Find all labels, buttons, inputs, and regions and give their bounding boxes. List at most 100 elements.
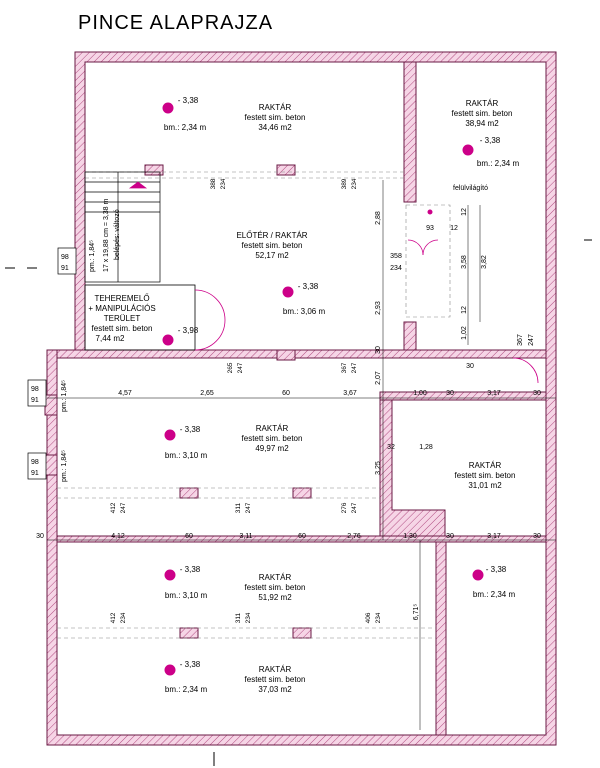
level-marker-icon [282,286,294,298]
room-level: - 3,38 [298,282,319,291]
skylight-marker-icon [427,209,433,215]
dim-label: 3,17 [487,390,501,397]
dim-label: 32 [387,444,395,451]
room-height: bm.: 2,34 m [164,123,207,132]
room-name: RAKTÁR [259,665,292,674]
window-tag-bottom: 91 [31,470,39,477]
room-height: bm.: 2,34 m [477,159,520,168]
room-area: 38,94 m2 [465,119,499,128]
dim-label: 30 [466,363,474,370]
dim-label: 4,12 [111,533,125,540]
room-finish: festett sim. beton [242,241,303,250]
skylight-label: felülvilágító [453,185,488,192]
dim-label: 6,71⁵ [413,604,420,621]
parapet-label: pm.: 1,84⁵ [89,240,96,272]
room-level: - 3,38 [180,660,201,669]
dimension-labels: 4,57 2,65 60 3,67 1,00 30 3,17 30 30 4,1… [36,390,541,540]
dim-label: 2,07 [375,371,382,385]
dim-label: 12 [450,225,458,232]
room-labels: RAKTÁR festett sim. beton 34,46 m2 - 3,3… [88,96,519,694]
opening-label: 276 [341,502,348,513]
beam-lines [57,171,451,639]
opening-label: 234 [220,178,227,189]
level-marker-icon [462,144,474,156]
level-marker-icon [162,334,174,346]
parapet-label: pm.: 1,84⁵ [61,380,68,412]
lift-area [84,284,226,351]
room-area: 49,97 m2 [255,444,289,453]
room-finish: festett sim. beton [242,434,303,443]
room-height: bm.: 2,34 m [473,590,516,599]
vertical-dimension-labels: 2,88 2,93 30 2,07 3,25 6,71⁵ 12 3,58 3,8… [375,208,488,620]
opening-label: 412 [110,502,117,513]
dim-label: 3,67 [343,390,357,397]
room-name: RAKTÁR [259,103,292,112]
room-finish: festett sim. beton [245,583,306,592]
room-level: - 3,38 [178,96,199,105]
room-finish: festett sim. beton [245,113,306,122]
dim-label: 60 [185,533,193,540]
dim-label: 30 [533,390,541,397]
dim-label: 3,17 [487,533,501,540]
opening-label: 247 [120,502,127,513]
room-name: RAKTÁR [469,461,502,470]
dim-label: 93 [426,225,434,232]
dim-label: 358 [390,253,402,260]
room-name: ELŐTÉR / RAKTÁR [236,231,307,240]
dim-label: 3,58 [461,255,468,269]
section-marks [5,239,592,766]
room-name: RAKTÁR [466,99,499,108]
dim-label: 3,25 [375,461,382,475]
window-tags [27,247,77,480]
level-marker-icon [162,102,174,114]
room-name: RAKTÁR [259,573,292,582]
opening-labels: 388 234 389 234 265 247 367 247 412 247 … [110,178,382,623]
room-name: + MANIPULÁCIÓS [88,304,155,313]
dim-label: 12 [461,208,468,216]
room-area: 51,92 m2 [258,593,292,602]
dim-label: 30 [533,533,541,540]
level-marker-icon [164,429,176,441]
opening-label: 388 [210,178,217,189]
dim-label: 3,82 [481,255,488,269]
dim-label: 1,30 [403,533,417,540]
misc-dimension-labels: 93 12 358 234 32 1,28 30 367 247 [387,225,535,451]
room-name: TEHEREMELŐ [94,294,149,303]
room-level: - 3,38 [486,565,507,574]
dim-label: 1,28 [419,444,433,451]
level-marker-icon [164,569,176,581]
doors [407,239,539,384]
opening-label: 265 [227,362,234,373]
window-tag-bottom: 91 [31,397,39,404]
opening-label: 247 [237,362,244,373]
stair-label: belépés: változó [114,209,121,260]
dim-label: 367 [517,334,524,346]
dim-label: 2,88 [375,211,382,225]
room-height: bm.: 3,10 m [165,591,208,600]
dim-label: 2,65 [200,390,214,397]
dim-label: 30 [446,390,454,397]
opening-label: 234 [120,612,127,623]
room-area: 31,01 m2 [468,481,502,490]
room-finish: festett sim. beton [245,675,306,684]
dimension-lines [47,180,556,730]
room-finish: festett sim. beton [452,109,513,118]
opening-label: 234 [375,612,382,623]
room-name: RAKTÁR [256,424,289,433]
columns [144,164,312,639]
staircase [84,171,161,283]
opening-label: 234 [245,612,252,623]
dim-label: 247 [528,334,535,346]
room-height: bm.: 3,10 m [165,451,208,460]
room-level: - 3,38 [480,136,501,145]
room-level: - 3,38 [180,425,201,434]
opening-label: 389 [341,178,348,189]
room-level: - 3,38 [180,565,201,574]
room-area: 7,44 m2 [96,334,125,343]
dim-label: 12 [461,306,468,314]
window-tag-top: 98 [31,386,39,393]
dim-label: 60 [298,533,306,540]
opening-label: 247 [351,362,358,373]
opening-label: 247 [351,502,358,513]
